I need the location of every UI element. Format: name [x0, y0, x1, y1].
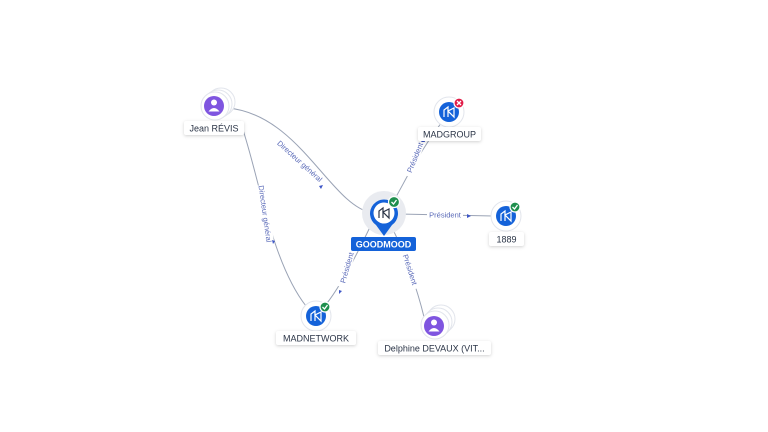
edge-label-goodmood-madgroup: Président [405, 140, 426, 174]
node-madnetwork[interactable]: MADNETWORK [276, 300, 356, 345]
arrow-icon [319, 185, 323, 189]
node-label-madgroup: MADGROUP [423, 130, 476, 140]
center-node-goodmood[interactable]: GOODMOOD [351, 191, 416, 251]
person-icon [424, 316, 444, 336]
edge-jean-goodmood[interactable] [227, 107, 373, 214]
edge-label-jean-madnetwork: Directeur général [257, 185, 274, 244]
center-label-box [351, 237, 416, 251]
edge-jean-madnetwork[interactable] [239, 120, 307, 307]
node-label-madnetwork: MADNETWORK [283, 334, 349, 344]
node-label-delphine-devaux: Delphine DEVAUX (VIT... [384, 344, 484, 354]
node-delphine-devaux[interactable]: Delphine DEVAUX (VIT... [378, 304, 491, 355]
company-icon [306, 306, 326, 326]
active-badge-icon [509, 201, 521, 213]
center-label: GOODMOOD [356, 240, 412, 250]
node-label-1889: 1889 [496, 235, 516, 245]
company-icon [496, 206, 516, 226]
arrow-icon [272, 240, 275, 244]
node-label-jean-revis: Jean RÉVIS [189, 124, 238, 134]
edge-label-jean-goodmood: Directeur général [275, 139, 324, 184]
active-badge-icon [319, 301, 331, 313]
closed-badge-icon [453, 97, 465, 109]
person-icon [204, 96, 224, 116]
company-icon [439, 102, 459, 122]
edge-label-goodmood-1889: Président [429, 211, 462, 220]
edge-label-delphine-goodmood: Président [401, 253, 420, 287]
active-badge-icon [387, 195, 401, 209]
node-jean-revis[interactable]: Jean RÉVIS [184, 87, 244, 135]
company-icon [378, 206, 390, 220]
arrow-icon [467, 214, 471, 218]
edge-label-goodmood-madnetwork: Président [338, 250, 356, 284]
node-madgroup[interactable]: MADGROUP [418, 96, 481, 141]
node-1889[interactable]: 1889 [489, 200, 524, 246]
arrow-icon [339, 290, 342, 294]
